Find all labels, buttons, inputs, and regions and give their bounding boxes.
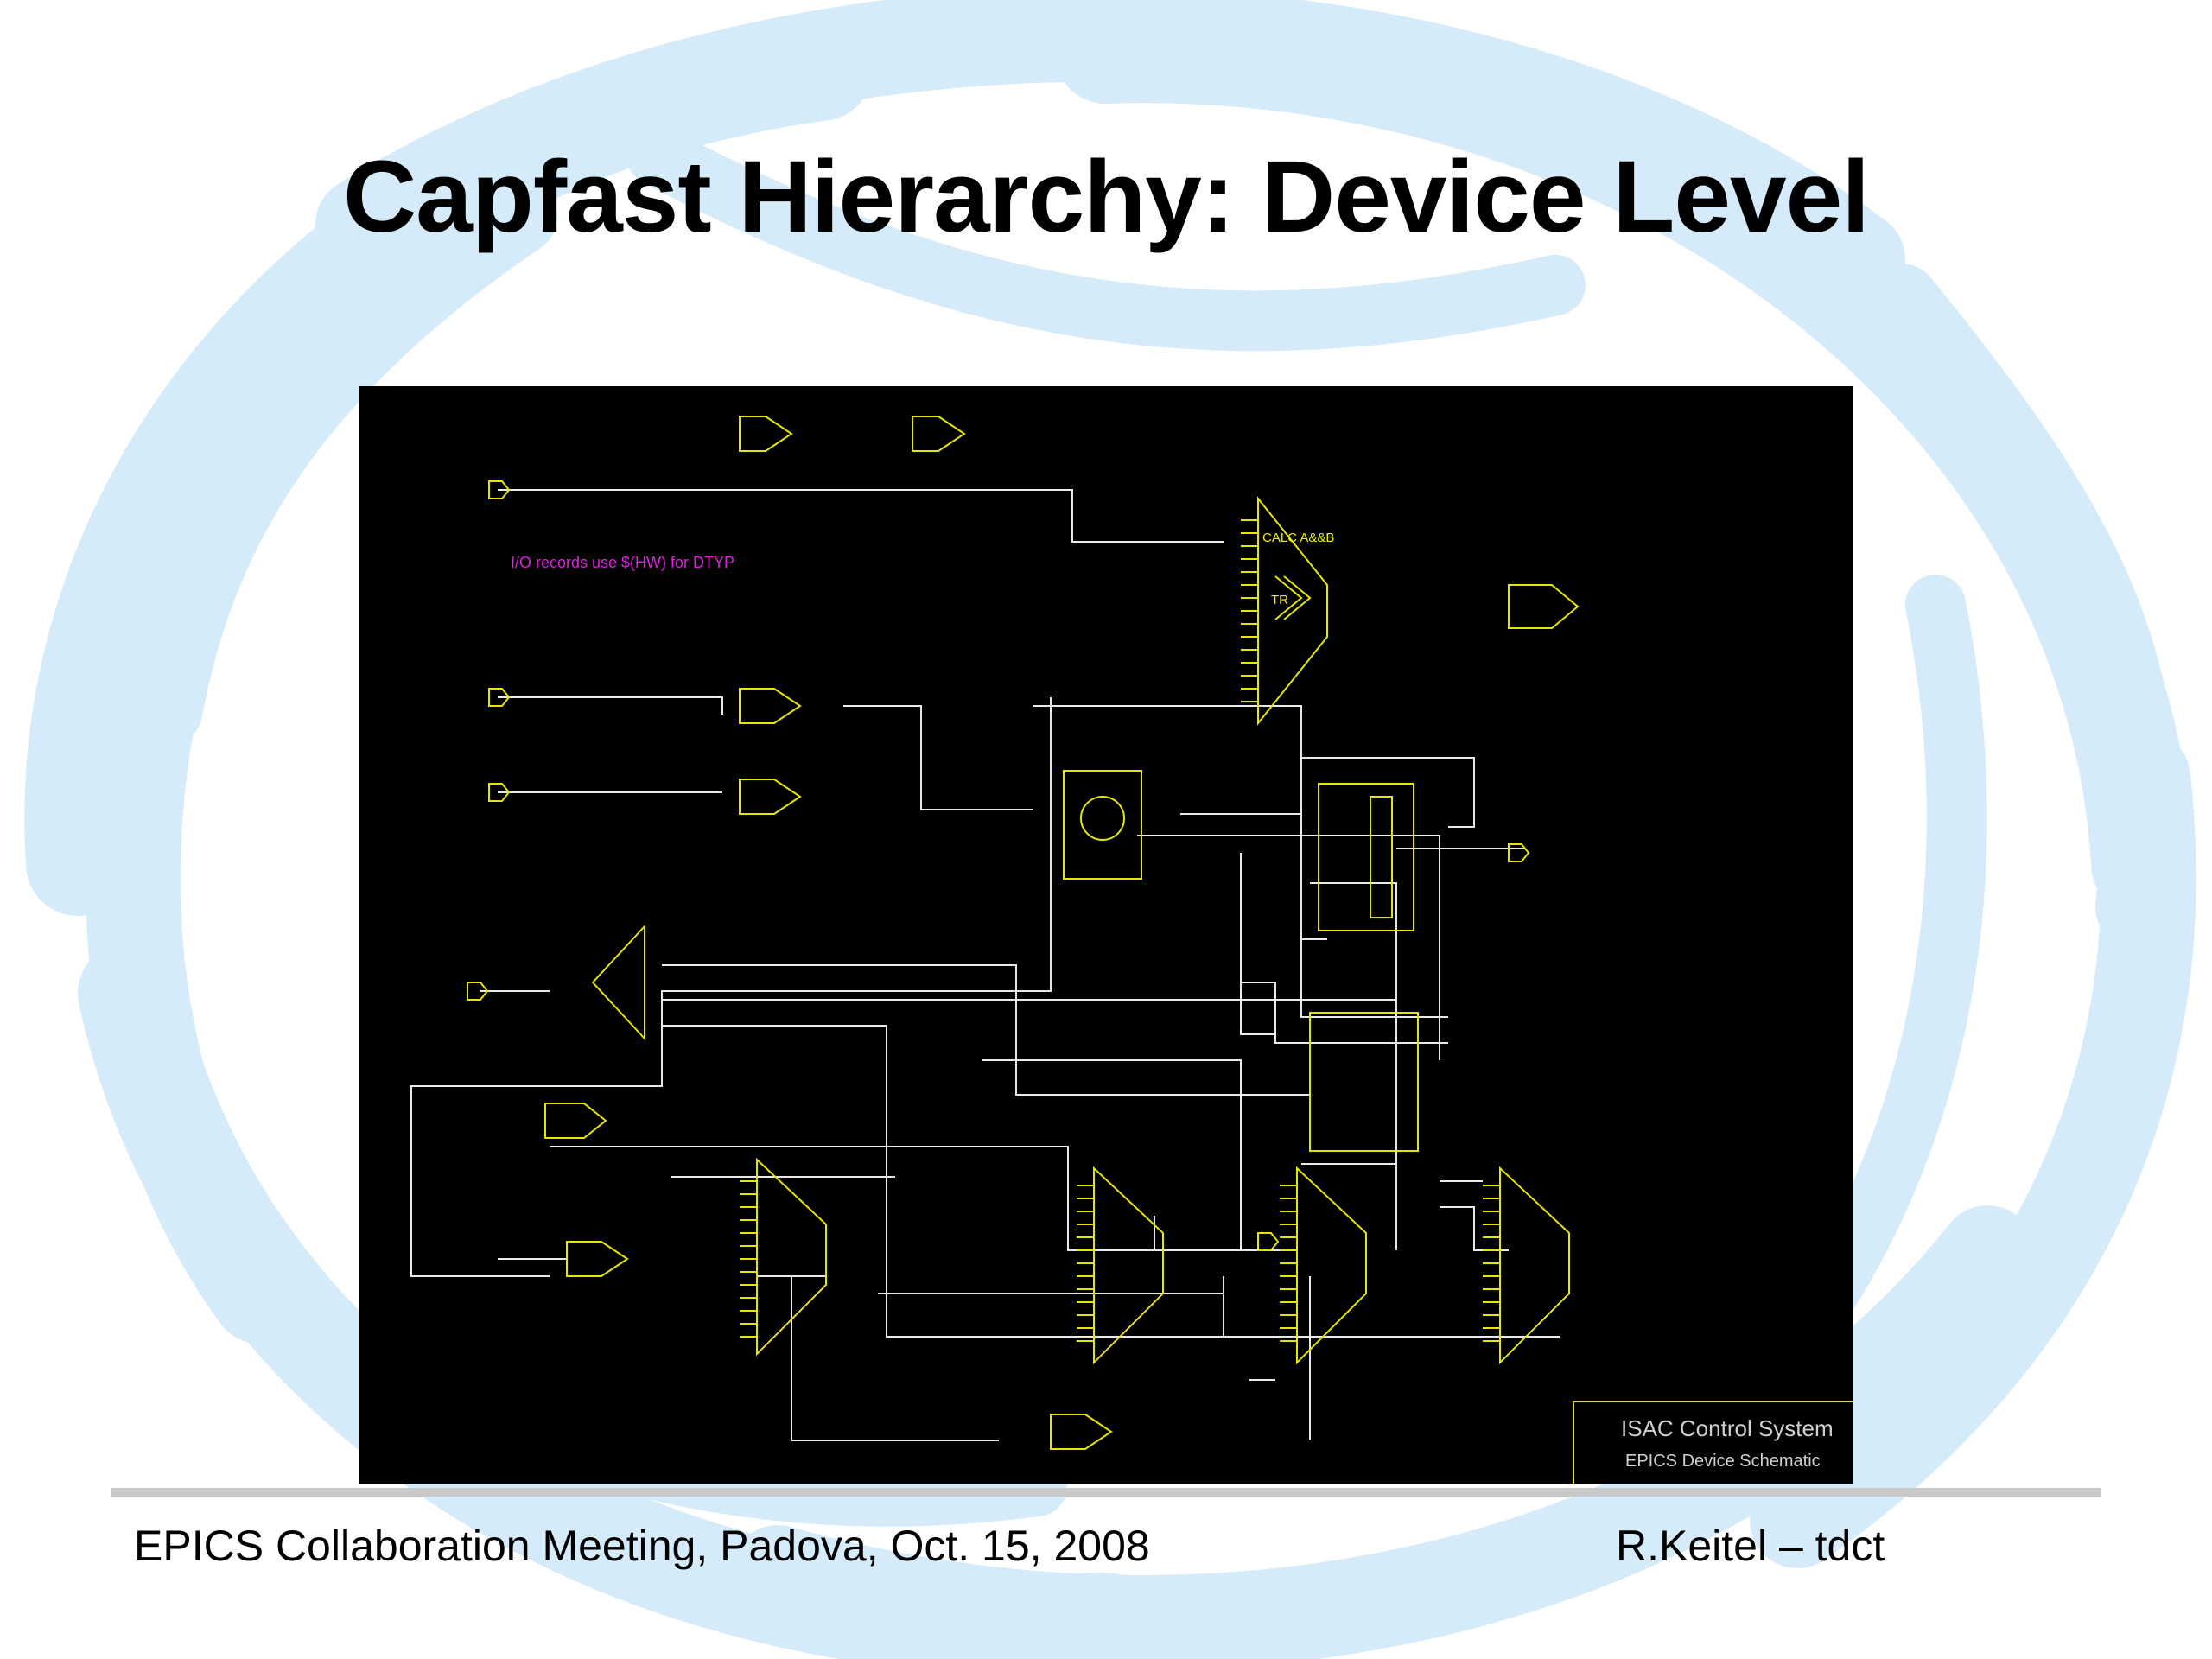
title-block-line1: ISAC Control System bbox=[1621, 1415, 1834, 1441]
slide-title: Capfast Hierarchy: Device Level bbox=[342, 140, 1870, 254]
schematic-wires bbox=[410, 489, 1560, 1441]
schematic-components bbox=[544, 416, 1853, 1484]
footer-meeting: EPICS Collaboration Meeting, Padova, Oct… bbox=[134, 1522, 1150, 1570]
trigger-label: TR bbox=[1271, 593, 1288, 607]
schematic-diagram: I/O records use $(HW) for DTYP CALC A&&B… bbox=[410, 416, 1853, 1484]
schematic-note: I/O records use $(HW) for DTYP bbox=[511, 554, 734, 571]
schematic-panel: I/O records use $(HW) for DTYP CALC A&&B… bbox=[359, 386, 1853, 1484]
calc-block-label: CALC A&&B bbox=[1262, 531, 1334, 545]
footer-author: R.Keitel – tdct bbox=[1616, 1522, 1885, 1570]
footer-rule bbox=[111, 1488, 2101, 1497]
title-block-line2: EPICS Device Schematic bbox=[1625, 1452, 1821, 1471]
